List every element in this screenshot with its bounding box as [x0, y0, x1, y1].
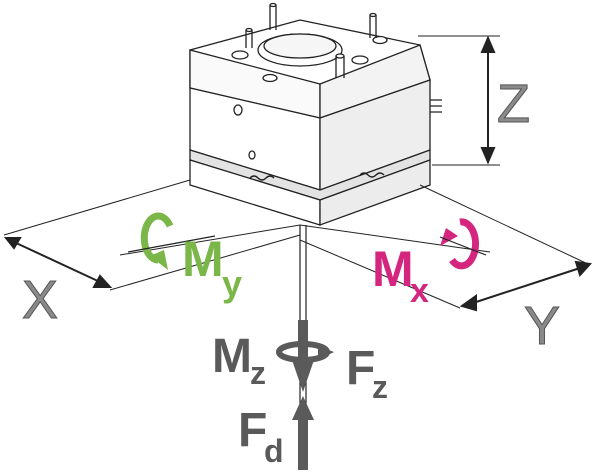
- svg-text:F: F: [238, 404, 267, 457]
- fd-force-arrow: [292, 396, 314, 470]
- z-label: Z: [497, 74, 530, 134]
- fd-label: F d: [238, 404, 284, 469]
- mz-label: M z: [212, 330, 266, 391]
- mx-rotation-arrow: [439, 218, 487, 270]
- svg-text:x: x: [410, 272, 429, 310]
- svg-text:z: z: [250, 355, 266, 391]
- my-label: M y: [182, 231, 242, 304]
- svg-text:M: M: [372, 241, 414, 297]
- svg-text:d: d: [264, 433, 284, 469]
- sensor-device: [189, 2, 442, 226]
- z-dimension-arrow: [480, 35, 496, 165]
- y-dimension-arrow: [459, 260, 593, 312]
- my-rotation-arrow: [127, 212, 216, 270]
- mx-label: M x: [372, 241, 429, 310]
- svg-text:M: M: [182, 231, 224, 287]
- svg-text:M: M: [212, 330, 252, 383]
- svg-text:z: z: [372, 369, 388, 405]
- fz-label: F z: [346, 342, 388, 405]
- x-label: X: [22, 270, 58, 330]
- svg-text:y: y: [222, 263, 242, 304]
- fz-force-arrow: [292, 320, 314, 392]
- svg-text:F: F: [346, 342, 375, 395]
- x-dimension-arrow: [3, 237, 113, 288]
- y-label: Y: [524, 296, 560, 356]
